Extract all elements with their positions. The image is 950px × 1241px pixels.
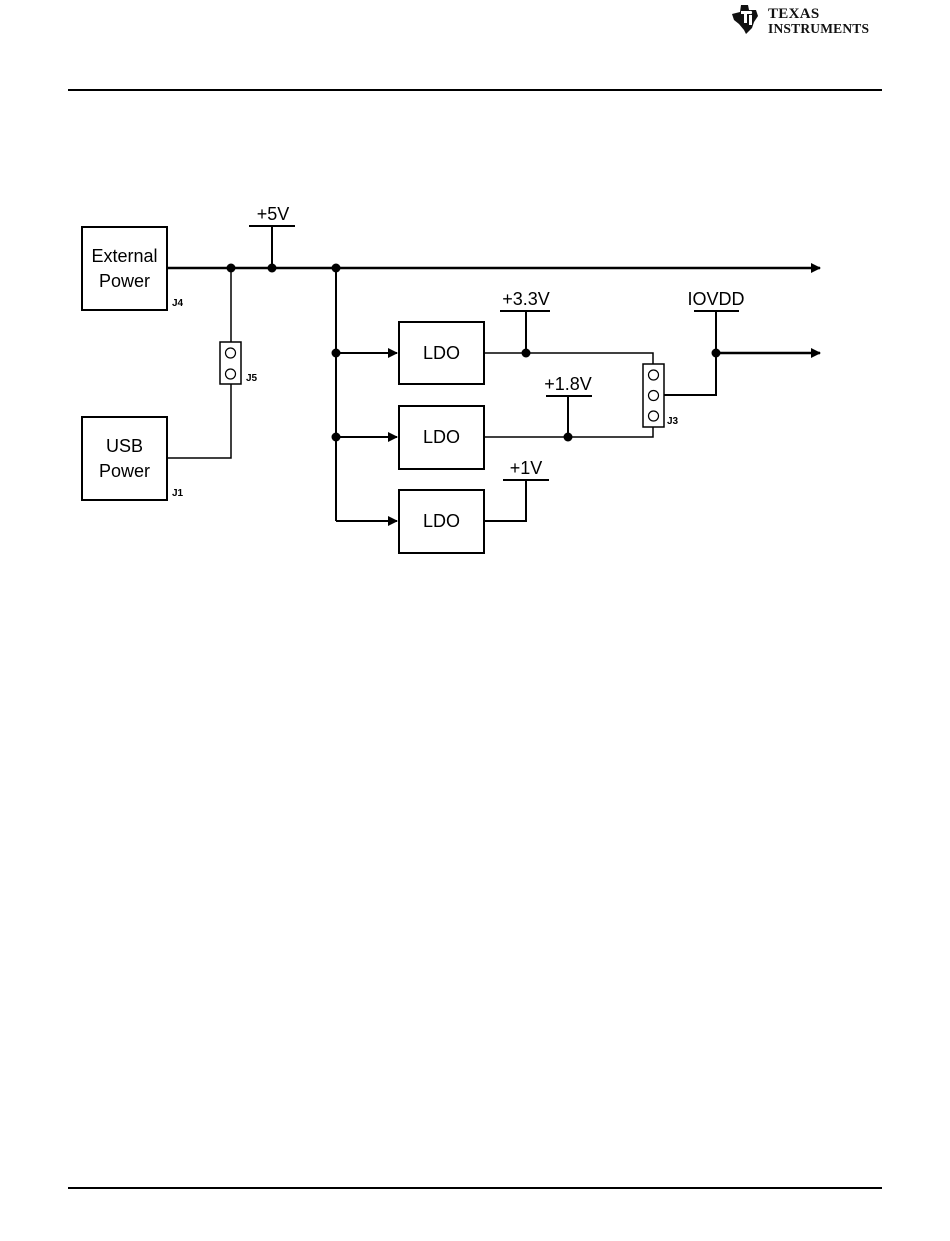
external-power-block [82,227,167,310]
usb-power-label-line2: Power [99,461,150,481]
junction-dot [564,433,573,442]
rail-iovdd-label: IOVDD [687,289,744,309]
rail-3v3-label: +3.3V [502,289,550,309]
junction-dot [268,264,277,273]
jumper-j5-pin-2 [226,369,236,379]
external-power-label-line1: External [91,246,157,266]
junction-dot [522,349,531,358]
junction-dot [227,264,236,273]
external-power-label-line2: Power [99,271,150,291]
rail-1v8-label: +1.8V [544,374,592,394]
footer-rule [68,1187,882,1189]
rail-5v-label: +5V [257,204,290,224]
ldo-3-output-wire [484,480,526,521]
junction-dot [332,433,341,442]
rail-1v-label: +1V [510,458,543,478]
ldo-block-2-label: LDO [423,427,460,447]
connector-j4-label: J4 [172,298,184,309]
ldo-block-3-label: LDO [423,511,460,531]
ldo-block-1-label: LDO [423,343,460,363]
jumper-j3-pin-3 [649,411,659,421]
jumper-j5-pin-1 [226,348,236,358]
junction-dot [712,349,721,358]
jumper-j3-label: J3 [667,416,679,427]
usb-power-block [82,417,167,500]
usb-to-j5-wire [167,384,231,458]
connector-j1-label: J1 [172,488,184,499]
jumper-j3-pin-2 [649,391,659,401]
ldo-1-output-wire [484,353,653,365]
jumper-j3-pin-1 [649,370,659,380]
j3-to-iovdd-wire [664,353,716,395]
jumper-j5-label: J5 [246,373,258,384]
usb-power-label-line1: USB [106,436,143,456]
junction-dot [332,349,341,358]
